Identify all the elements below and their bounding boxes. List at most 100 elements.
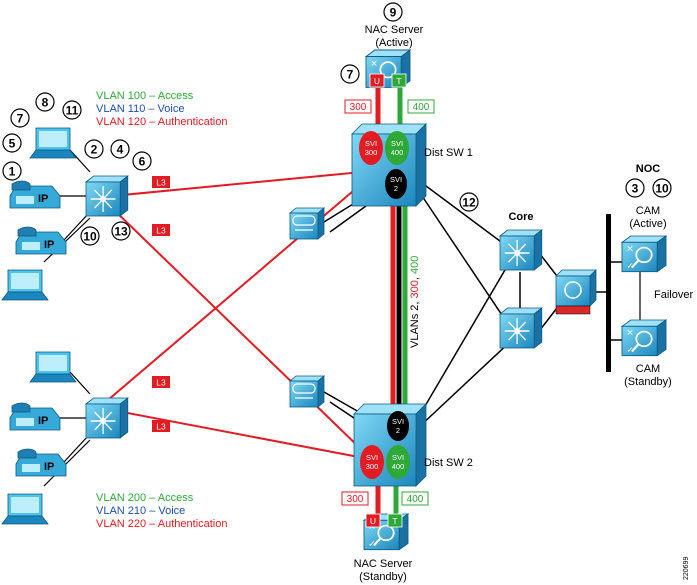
callout-6: 6 [139,155,146,169]
callout-circle [10,108,30,128]
callout-8: 8 [42,96,49,110]
ip-phone-icon [9,402,61,431]
link-laptop3-access2 [69,371,91,395]
ip-phone-icon [15,226,67,255]
core-switch-1-icon [499,229,543,271]
access-switch-1-icon [85,175,129,217]
svi-word: SVI [366,453,378,462]
link-dist1-core2 [417,189,513,331]
link-laptop4-access2 [43,439,91,487]
callout-3: 3 [632,182,639,196]
core-label: Core [508,211,533,223]
nac-server-top-label: NAC Server [365,24,424,36]
callout-2: 2 [91,143,98,157]
svi-word: SVI [365,139,377,148]
svi-300-icon [359,131,383,165]
svi-2-value: 2 [394,184,398,193]
access-switch-2-icon [85,397,129,439]
trusted-port-icon [391,73,407,88]
link-dist2-core1 [417,257,513,419]
callout-circle [383,2,403,22]
callout-11: 11 [66,104,79,118]
svi-400-value: 400 [392,462,405,471]
noc-segment-bar [606,214,611,372]
untrusted-port-icon [369,73,385,88]
l3-link-access1-dist1 [111,171,363,197]
callout-10: 10 [83,230,97,244]
vlan-box-bottom-red-label: 300 [347,494,364,505]
svi-400-icon [386,445,410,479]
cam-bottom-state: (Standby) [624,376,672,388]
vlan-box-top-red [344,99,372,114]
l3-tag [152,420,170,432]
l3-link-access2-dist2 [111,409,365,459]
svi-300-icon [360,445,384,479]
firewall-device [555,269,597,315]
trusted-port-icon [387,513,403,528]
vlan-box-top-green [407,99,435,114]
callout-circle [80,226,100,246]
untrusted-port-label: U [370,516,376,526]
svi-word: SVI [391,139,403,148]
links [43,88,641,518]
callout-circle [62,100,82,120]
firewall-brick-icon [555,305,591,315]
dist-sw1-label: Dist SW 1 [424,147,473,159]
l3-tag-label: L3 [156,178,166,188]
cam-standby-icon [620,318,668,357]
callout-circle [459,192,479,212]
nac-server-bottom-state: (Standby) [359,571,407,583]
callout-1: 1 [9,165,16,179]
ip-phone-label: IP [44,461,54,473]
trunk-vlan-sep: , [409,274,421,280]
ip-phone-icon [15,448,67,477]
legend-bottom-access: VLAN 200 – Access [96,492,194,504]
svi-300-value: 300 [365,148,378,157]
trunk-vlan-prefix: VLANs 2, [409,298,421,348]
laptop-icon [1,493,49,525]
link-laptop1-access1 [69,149,91,173]
nac-server-standby: U T [362,512,410,551]
dist-switch-1: SVI 300 SVI 400 SVI 2 [351,123,427,207]
callout-13: 13 [114,225,128,239]
callout-9: 9 [390,6,397,20]
link-phone4-access2 [63,435,89,463]
untrusted-port-label: U [374,76,380,86]
laptop-icon [1,269,49,301]
callout-circle [111,221,131,241]
dist-sw2-label: Dist SW 2 [424,457,473,469]
vlan-box-bottom-red [341,491,369,506]
trunk-vlan-300: 300 [409,280,421,298]
svi-word: SVI [392,453,404,462]
vlan-box-bottom-green-label: 400 [407,494,424,505]
callout-7: 7 [17,112,24,126]
cam-top-state: (Active) [629,218,666,230]
callout-circle [84,139,104,159]
link-dist1-core1 [417,179,513,251]
magnifier-icon [564,281,582,299]
callout-circle [110,139,130,159]
svi-300-value: 300 [366,462,379,471]
laptop-icon [29,351,77,383]
ip-phone-label: IP [38,415,48,427]
callout-10-noc: 10 [655,182,669,196]
callout-12: 12 [462,196,476,210]
legend-top-voice: VLAN 110 – Voice [96,103,184,115]
svi-2-value: 2 [396,426,400,435]
ip-phone-label: IP [44,239,54,251]
noc-label: NOC [636,163,661,175]
dist-switch-2: SVI 2 SVI 300 SVI 400 [353,403,427,487]
link-dist2-core2 [417,339,513,429]
legend-bottom-auth: VLAN 220 – Authentication [96,518,227,530]
trusted-port-label: T [392,516,397,526]
callout-circle [2,161,22,181]
l3-link-access2-dist1 [107,179,367,401]
link-laptop2-access1 [43,217,91,263]
callout-circle [35,92,55,112]
legend-top-auth: VLAN 120 – Authentication [96,116,227,128]
l3-tag [152,376,170,388]
l3-link-access1-dist2 [111,207,365,453]
laptop-icon [29,127,77,159]
l3-tag-label: L3 [156,378,166,388]
